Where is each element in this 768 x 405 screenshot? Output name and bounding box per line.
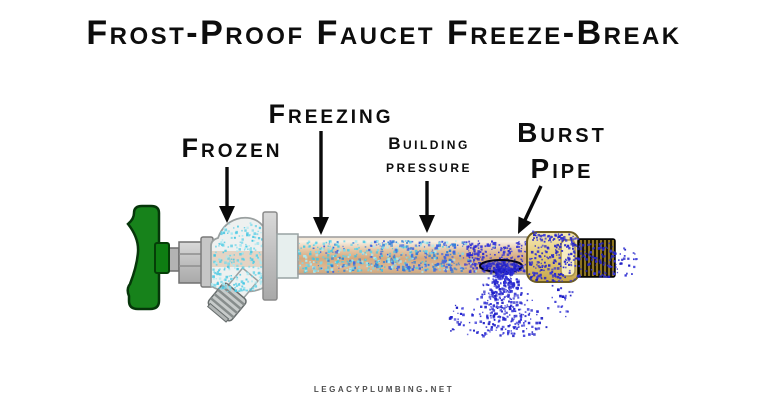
label-burst-line1: Burst [517,117,607,148]
label-building-pressure: Building pressure [386,132,472,178]
frost-nut [276,233,299,279]
faucet-handle [126,204,161,311]
arrow-building-pressure [419,181,435,233]
label-building-line2: pressure [385,157,473,176]
label-burst-line2: Pipe [530,153,594,184]
label-building-line1: Building [388,134,470,153]
annotation-arrows [219,131,543,235]
stray-droplets [448,230,638,332]
spout [206,266,260,323]
crack-droplets [482,261,523,274]
packing-nut [178,241,203,284]
fitting-water-speckles [528,233,616,282]
diagram-title: Frost-Proof Faucet Freeze-Break [86,14,682,52]
mounting-flange [262,211,278,301]
arrow-freezing [313,131,329,235]
handle-hub [154,242,170,274]
arrow-burst-pipe [518,185,543,234]
arrow-frozen [219,167,235,223]
label-burst-pipe: Burst Pipe [517,115,607,187]
ice-speckles [298,240,527,273]
label-frozen: Frozen [181,133,283,163]
label-freezing: Freezing [268,99,394,129]
watermark-site-name: legacyplumbing.net [313,383,455,395]
